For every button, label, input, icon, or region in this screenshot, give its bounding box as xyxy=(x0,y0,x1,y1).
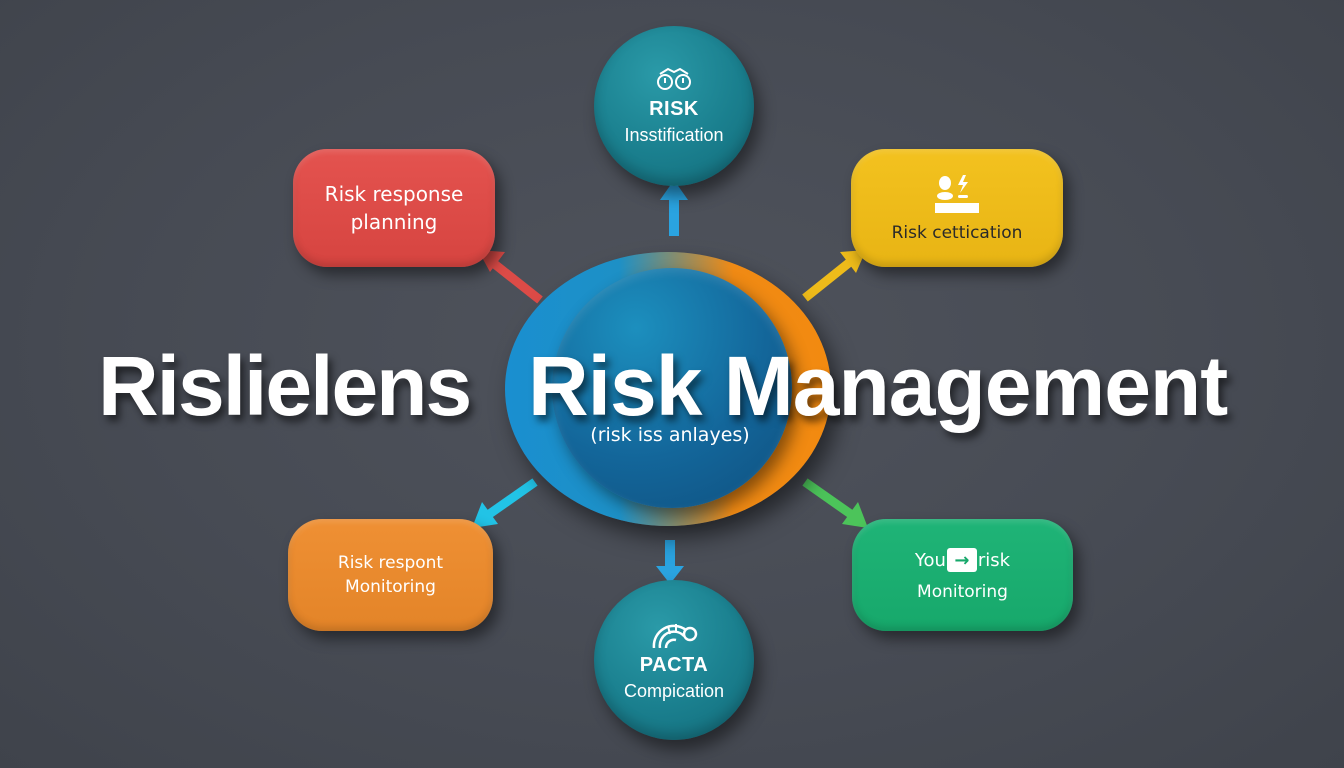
node-title: RISK xyxy=(649,98,699,120)
arrow-to-risk-response-planning xyxy=(478,250,543,304)
node-risk-respont-monitoring[interactable]: Risk respont Monitoring xyxy=(288,519,493,631)
arrow-to-monitoring xyxy=(802,478,868,528)
arrow-to-compication xyxy=(656,540,684,584)
node-monitoring[interactable]: You → risk Monitoring xyxy=(852,519,1073,631)
node-label-line2: planning xyxy=(350,210,438,234)
node-risk-response-planning[interactable]: Risk response planning xyxy=(293,149,495,267)
node-label-line2: Monitoring xyxy=(345,577,436,597)
node-label-line1: Risk respont xyxy=(337,553,444,573)
arrow-to-risk-cettication xyxy=(802,250,866,302)
side-title: Rislielens xyxy=(98,339,472,433)
subtitle: (risk iss anlayes) xyxy=(590,424,750,446)
node-insstification[interactable]: RISK Insstification xyxy=(594,26,754,186)
node-label: Risk cettication xyxy=(891,223,1023,243)
logo-you-text: You xyxy=(914,549,946,571)
arrow-to-risk-respont-monitoring xyxy=(472,478,538,528)
node-label: Compication xyxy=(623,681,725,701)
risk-scale-icon xyxy=(654,66,694,92)
arrow-right-icon: → xyxy=(946,548,977,572)
center-circle xyxy=(552,268,792,508)
main-title: Risk Management xyxy=(528,339,1228,433)
person-lightning-icon xyxy=(933,173,981,217)
arrow-to-insstification xyxy=(660,180,688,236)
logo-risk-text: risk xyxy=(977,549,1011,571)
node-label: Insstification xyxy=(624,125,724,145)
node-compication[interactable]: PACTA Compication xyxy=(594,580,754,740)
node-label-line1: Risk response xyxy=(324,182,464,206)
node-label: Monitoring xyxy=(917,582,1008,602)
you-risk-logo: You → risk xyxy=(915,548,1010,572)
node-title: PACTA xyxy=(639,654,709,676)
node-risk-cettication[interactable]: Risk cettication xyxy=(851,149,1063,267)
gauge-arc-icon xyxy=(646,618,702,648)
